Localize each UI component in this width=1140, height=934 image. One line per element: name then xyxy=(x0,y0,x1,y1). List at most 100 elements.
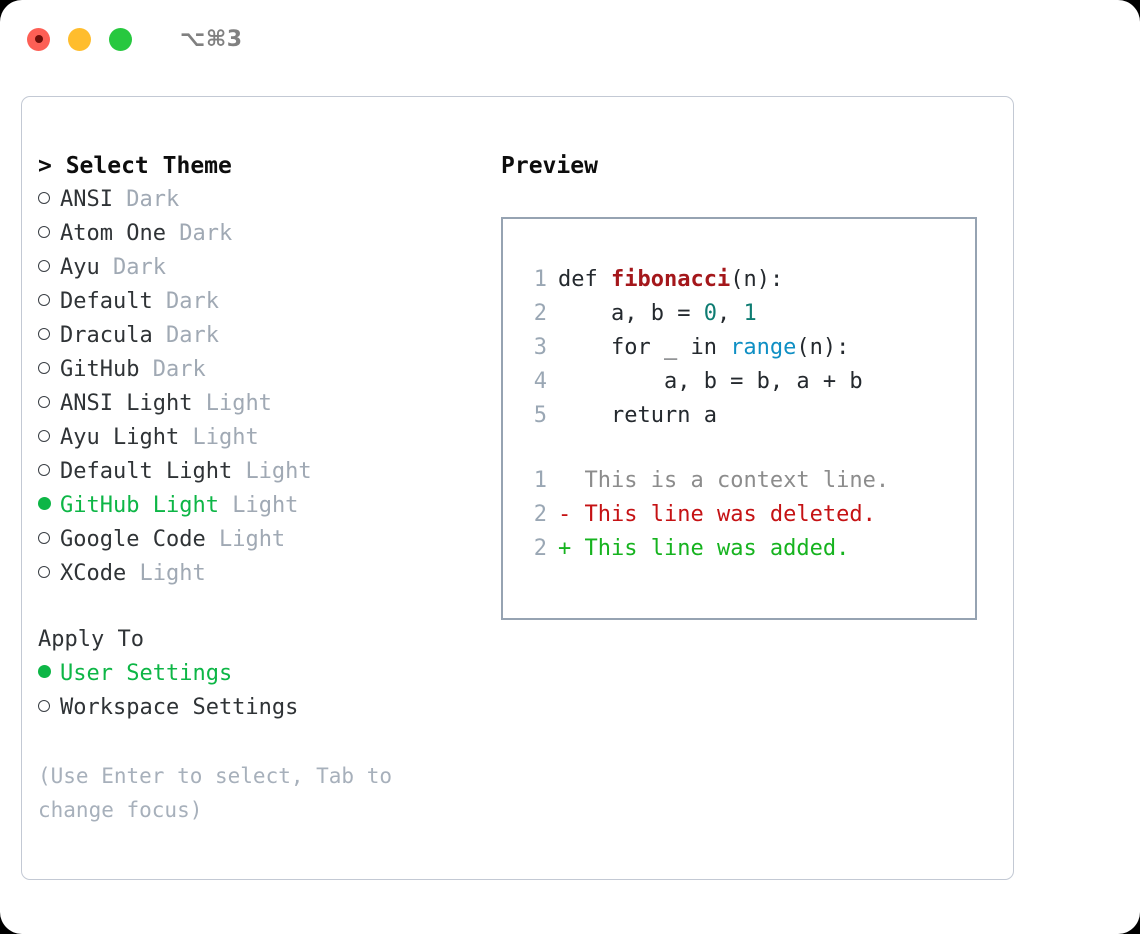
diff-sign: + xyxy=(558,536,585,561)
theme-option[interactable]: Ayu Light Light xyxy=(38,421,488,455)
line-number: 2 xyxy=(533,301,547,326)
preview-title: Preview xyxy=(501,153,598,179)
theme-option-variant: Light xyxy=(245,459,312,484)
code-spacer xyxy=(521,433,961,464)
code-line: 3 for _ in range(n): xyxy=(521,331,961,365)
theme-option-variant: Dark xyxy=(165,289,219,314)
radio-unselected-icon xyxy=(38,251,60,285)
radio-unselected-icon xyxy=(38,557,60,591)
code-line: 2 a, b = 0, 1 xyxy=(521,297,961,331)
code-token: 1 xyxy=(743,301,757,326)
theme-option-label: Default xyxy=(60,289,153,314)
theme-option-variant: Light xyxy=(218,527,286,552)
theme-option[interactable]: Atom One Dark xyxy=(38,217,488,251)
radio-unselected-icon xyxy=(38,421,60,455)
apply-to-option[interactable]: User Settings xyxy=(38,657,488,691)
keyboard-hint: (Use Enter to select, Tab to change focu… xyxy=(38,764,393,822)
diff-line: 2 + This line was added. xyxy=(521,532,961,566)
theme-option[interactable]: Google Code Light xyxy=(38,523,488,557)
theme-option[interactable]: ANSI Dark xyxy=(38,183,488,217)
theme-option-label: ANSI Light xyxy=(60,391,193,416)
radio-unselected-icon xyxy=(38,183,60,217)
diff-sign xyxy=(558,468,585,493)
code-token: fibonacci xyxy=(610,267,731,292)
theme-option[interactable]: ANSI Light Light xyxy=(38,387,488,421)
radio-unselected-icon xyxy=(38,455,60,489)
theme-option-label: GitHub Light xyxy=(60,493,219,518)
theme-option-label: Dracula xyxy=(60,323,153,348)
theme-option[interactable]: Default Light Light xyxy=(38,455,488,489)
traffic-lights xyxy=(27,27,132,51)
code-token: range xyxy=(730,335,797,360)
theme-option-variant: Light xyxy=(192,425,259,450)
maximize-button[interactable] xyxy=(109,27,132,51)
keyboard-shortcut-label: ⌥⌘3 xyxy=(180,26,243,52)
theme-option-label: Ayu xyxy=(60,255,100,280)
diff-text: This line was deleted. xyxy=(584,502,876,527)
theme-option-label: Atom One xyxy=(60,221,166,246)
code-token: 0 xyxy=(703,301,717,326)
theme-option-label: ANSI xyxy=(60,187,113,212)
theme-option-variant: Light xyxy=(232,493,299,518)
radio-unselected-icon xyxy=(38,217,60,251)
theme-option[interactable]: GitHub Dark xyxy=(38,353,488,387)
select-theme-header: > Select Theme xyxy=(38,153,232,179)
theme-option-variant: Dark xyxy=(126,187,180,212)
close-button[interactable] xyxy=(27,27,50,51)
line-number: 5 xyxy=(533,403,547,428)
diff-text: This line was added. xyxy=(584,536,850,561)
minimize-button[interactable] xyxy=(68,27,91,51)
theme-option[interactable]: Ayu Dark xyxy=(38,251,488,285)
diff-text: This is a context line. xyxy=(584,468,890,493)
apply-to-option-label: Workspace Settings xyxy=(60,695,299,720)
radio-unselected-icon xyxy=(38,691,60,725)
code-line: 4 a, b = b, a + b xyxy=(521,365,961,399)
theme-option-label: Default Light xyxy=(60,459,233,484)
theme-option[interactable]: Default Dark xyxy=(38,285,488,319)
code-token: , xyxy=(716,301,744,326)
code-line: 5 return a xyxy=(521,399,961,433)
theme-option[interactable]: Dracula Dark xyxy=(38,319,488,353)
radio-unselected-icon xyxy=(38,285,60,319)
theme-option[interactable]: GitHub Light Light xyxy=(38,489,488,523)
theme-option-variant: Light xyxy=(139,561,206,586)
title-bar: ⌥⌘3 xyxy=(0,0,1140,78)
line-number: 2 xyxy=(533,536,547,561)
code-token: for _ in xyxy=(558,335,731,360)
theme-option-variant: Dark xyxy=(113,255,166,280)
theme-option-variant: Dark xyxy=(152,357,206,382)
theme-option-label: Google Code xyxy=(60,527,206,552)
apply-to-option-label: User Settings xyxy=(60,661,233,686)
diff-block: 1 This is a context line.2- This line wa… xyxy=(521,464,961,566)
theme-option-label: XCode xyxy=(60,561,127,586)
radio-unselected-icon xyxy=(38,523,60,557)
radio-unselected-icon xyxy=(38,353,60,387)
diff-sign: - xyxy=(558,502,585,527)
apply-to-heading: Apply To xyxy=(38,627,144,652)
theme-option-variant: Dark xyxy=(179,221,233,246)
line-number: 1 xyxy=(533,468,547,493)
code-token: a, b = xyxy=(558,301,704,326)
theme-option-label: GitHub xyxy=(60,357,140,382)
theme-option-variant: Dark xyxy=(165,323,219,348)
theme-option-label: Ayu Light xyxy=(60,425,180,450)
theme-option[interactable]: XCode Light xyxy=(38,557,488,591)
apply-to-option[interactable]: Workspace Settings xyxy=(38,691,488,725)
diff-line: 2- This line was deleted. xyxy=(521,498,961,532)
code-token: a, b = b, a + b xyxy=(558,369,863,394)
code-token: (n): xyxy=(796,335,850,360)
code-token: (n): xyxy=(730,267,784,292)
diff-line: 1 This is a context line. xyxy=(521,464,961,498)
radio-selected-icon xyxy=(38,657,60,691)
close-icon xyxy=(34,35,43,43)
line-number: 3 xyxy=(533,335,547,360)
